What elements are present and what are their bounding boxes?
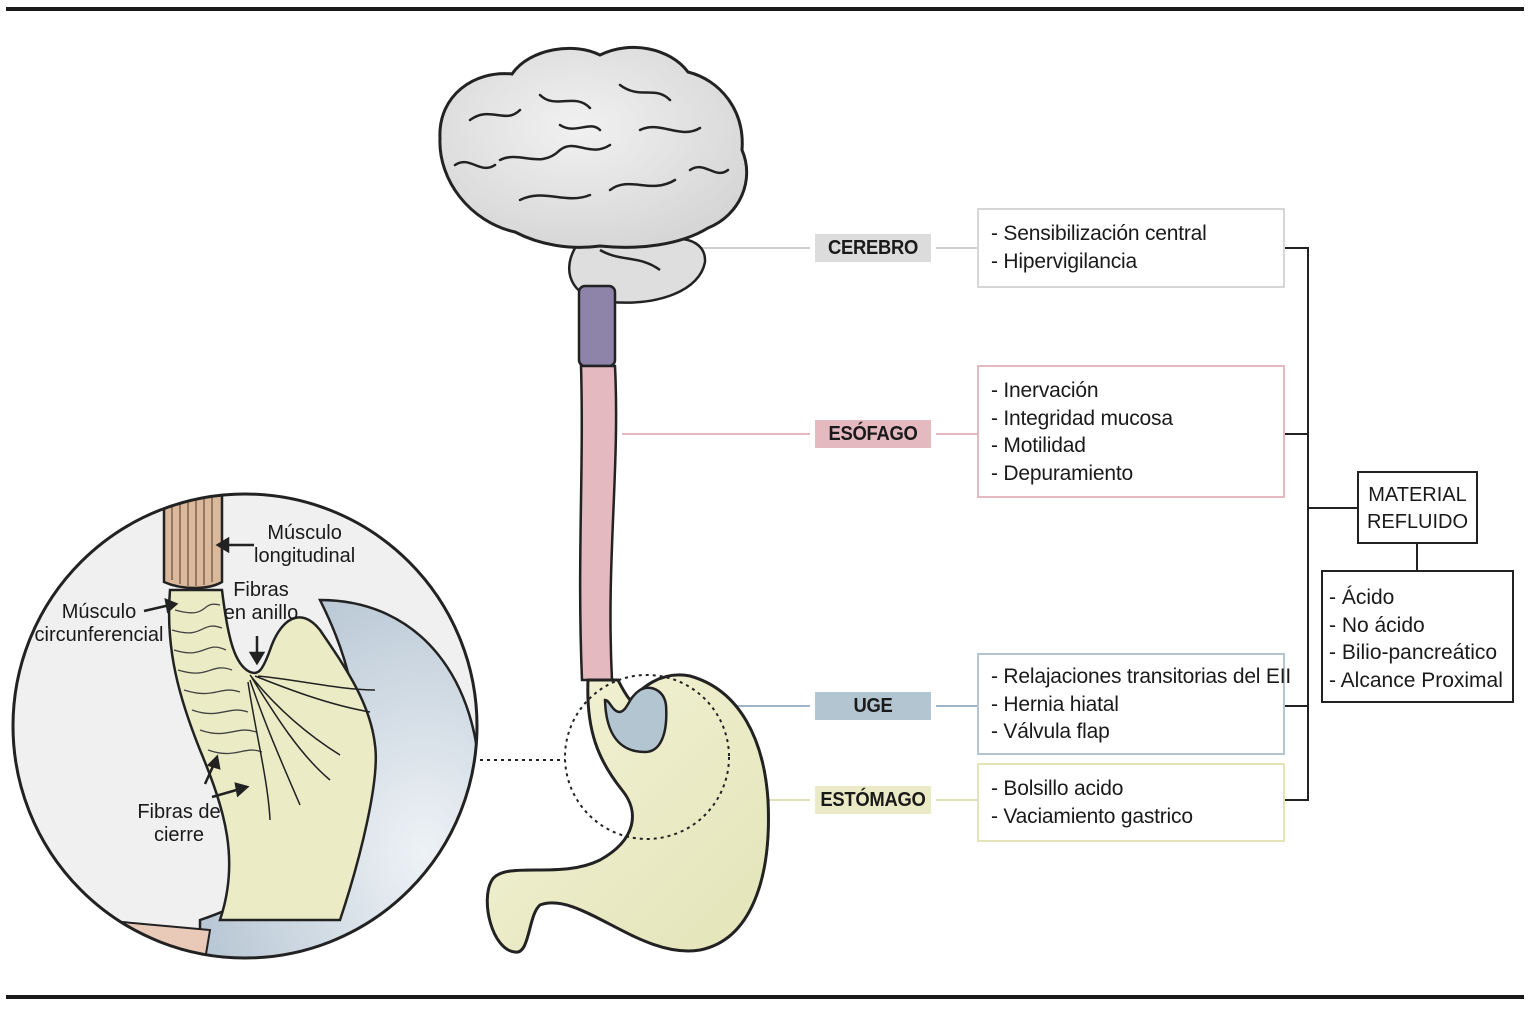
list-item: - Alcance Proximal bbox=[1329, 668, 1503, 692]
box-estomago: - Bolsillo acido - Vaciamiento gastrico bbox=[977, 763, 1285, 842]
list-item: - Válvula flap bbox=[991, 720, 1110, 743]
list-item: - Bilio-pancreático bbox=[1329, 641, 1498, 664]
tag-cerebro: CEREBRO bbox=[815, 234, 931, 262]
inset-border bbox=[11, 492, 479, 960]
list-item: - Depuramiento bbox=[991, 461, 1133, 485]
list-item: - Ácido bbox=[1329, 586, 1395, 609]
tag-estomago: ESTÓMAGO bbox=[815, 786, 931, 814]
box-cerebro: - Sensibilización central - Hipervigilan… bbox=[977, 208, 1285, 288]
list-item: - Hipervigilancia bbox=[991, 249, 1137, 273]
stomach bbox=[485, 673, 770, 954]
gastroesophageal-junction bbox=[603, 686, 668, 754]
bracket bbox=[1285, 247, 1357, 801]
box-uge: - Relajaciones transitorias del EII - He… bbox=[977, 653, 1291, 755]
zoom-circle bbox=[564, 674, 730, 840]
list-item: - Sensibilización central bbox=[991, 222, 1207, 245]
tag-uge: UGE bbox=[815, 692, 931, 720]
list-item: - No ácido bbox=[1329, 613, 1425, 637]
inset-arrows bbox=[143, 536, 266, 799]
upper-sphincter bbox=[577, 284, 617, 368]
list-item: - Motilidad bbox=[991, 434, 1086, 457]
inset-view bbox=[13, 494, 477, 958]
tag-esofago: ESÓFAGO bbox=[815, 420, 931, 448]
bottom-rule bbox=[6, 995, 1524, 999]
list-item: - Hernia hiatal bbox=[991, 692, 1119, 716]
list-item: - Inervación bbox=[991, 379, 1099, 402]
brain bbox=[438, 45, 749, 304]
list-item: - Relajaciones transitorias del EII bbox=[991, 665, 1291, 688]
list-item: - Vaciamiento gastrico bbox=[991, 804, 1193, 828]
top-rule bbox=[6, 7, 1524, 11]
list-item: - Bolsillo acido bbox=[991, 777, 1124, 800]
esophagus bbox=[578, 364, 618, 682]
material-refluido-box: - Ácido - No ácido - Bilio-pancreático -… bbox=[1321, 570, 1514, 703]
list-item: - Integridad mucosa bbox=[991, 406, 1173, 430]
box-esofago: - Inervación - Integridad mucosa - Motil… bbox=[977, 365, 1285, 498]
